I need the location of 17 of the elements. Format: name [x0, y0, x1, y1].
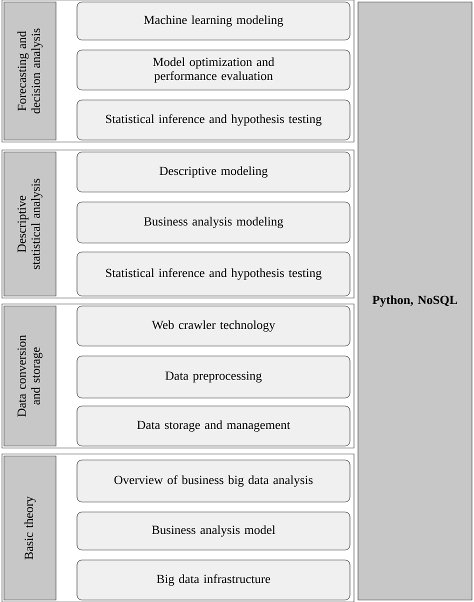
process-box: Data storage and management	[76, 406, 350, 446]
category-band: Basic theory	[4, 456, 56, 600]
tools-panel: Python, NoSQL	[358, 2, 472, 600]
process-box: Business analysis modeling	[76, 202, 350, 244]
category-band: Descriptive statistical analysis	[4, 152, 56, 296]
process-box: Overview of business big data analysis	[76, 460, 350, 502]
category-band: Data conversion and storage	[4, 306, 56, 446]
process-box: Descriptive modeling	[76, 152, 350, 192]
category-band: Forecasting and decision analysis	[4, 2, 56, 140]
process-box: Data preprocessing	[76, 356, 350, 398]
process-box: Business analysis model	[76, 512, 350, 550]
process-box: Statistical inference and hypothesis testing	[76, 252, 350, 296]
process-box: Machine learning modeling	[76, 2, 350, 40]
process-box: Big data infrastructure	[76, 560, 350, 600]
process-box: Statistical inference and hypothesis testing	[76, 100, 350, 140]
process-box: Model optimization and performance evaluation	[76, 50, 350, 90]
process-box: Web crawler technology	[76, 306, 350, 346]
